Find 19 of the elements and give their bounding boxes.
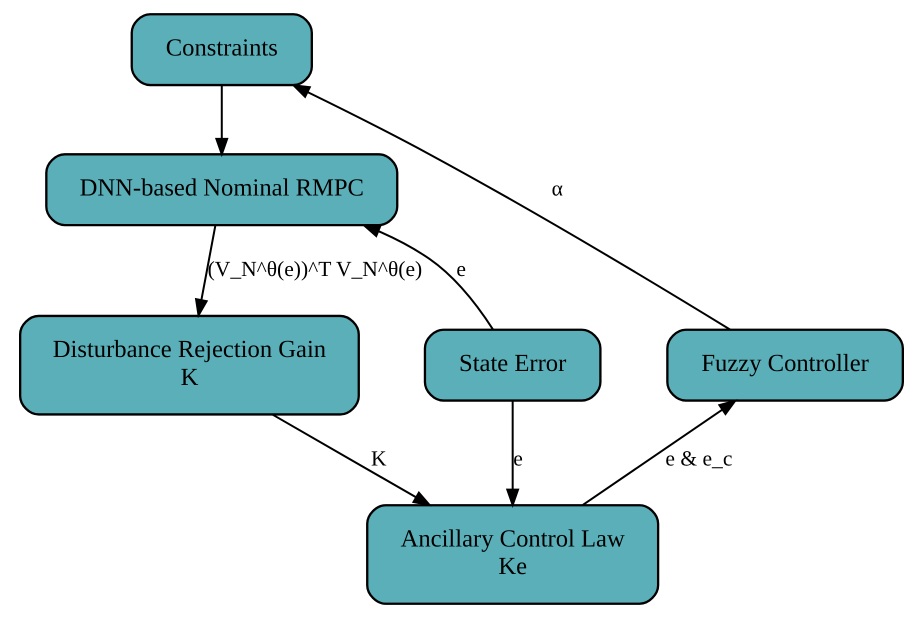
arrow: [214, 85, 229, 158]
arrow: [506, 400, 520, 508]
edge-label: e & e_c: [665, 446, 732, 471]
node-box: Fuzzy Controller: [666, 328, 904, 402]
node-box: Ancillary Control Law Ke: [366, 504, 660, 605]
node-box: Disturbance Rejection Gain K: [19, 314, 360, 416]
node-box: Constraints: [130, 13, 313, 86]
arrow: [272, 414, 432, 507]
arrow: [290, 84, 731, 331]
edge-label: e: [456, 257, 466, 282]
node-box: State Error: [424, 328, 602, 402]
arrow: [582, 399, 738, 506]
arrow: [194, 225, 216, 318]
arrow: [361, 224, 494, 330]
edge-label: e: [513, 446, 523, 471]
edge-label: α: [552, 176, 563, 200]
edge-label: K: [370, 446, 387, 471]
node-box: DNN-based Nominal RMPC: [45, 153, 398, 226]
edge-label: (V_N^θ(e))^T V_N^θ(e): [208, 257, 422, 282]
